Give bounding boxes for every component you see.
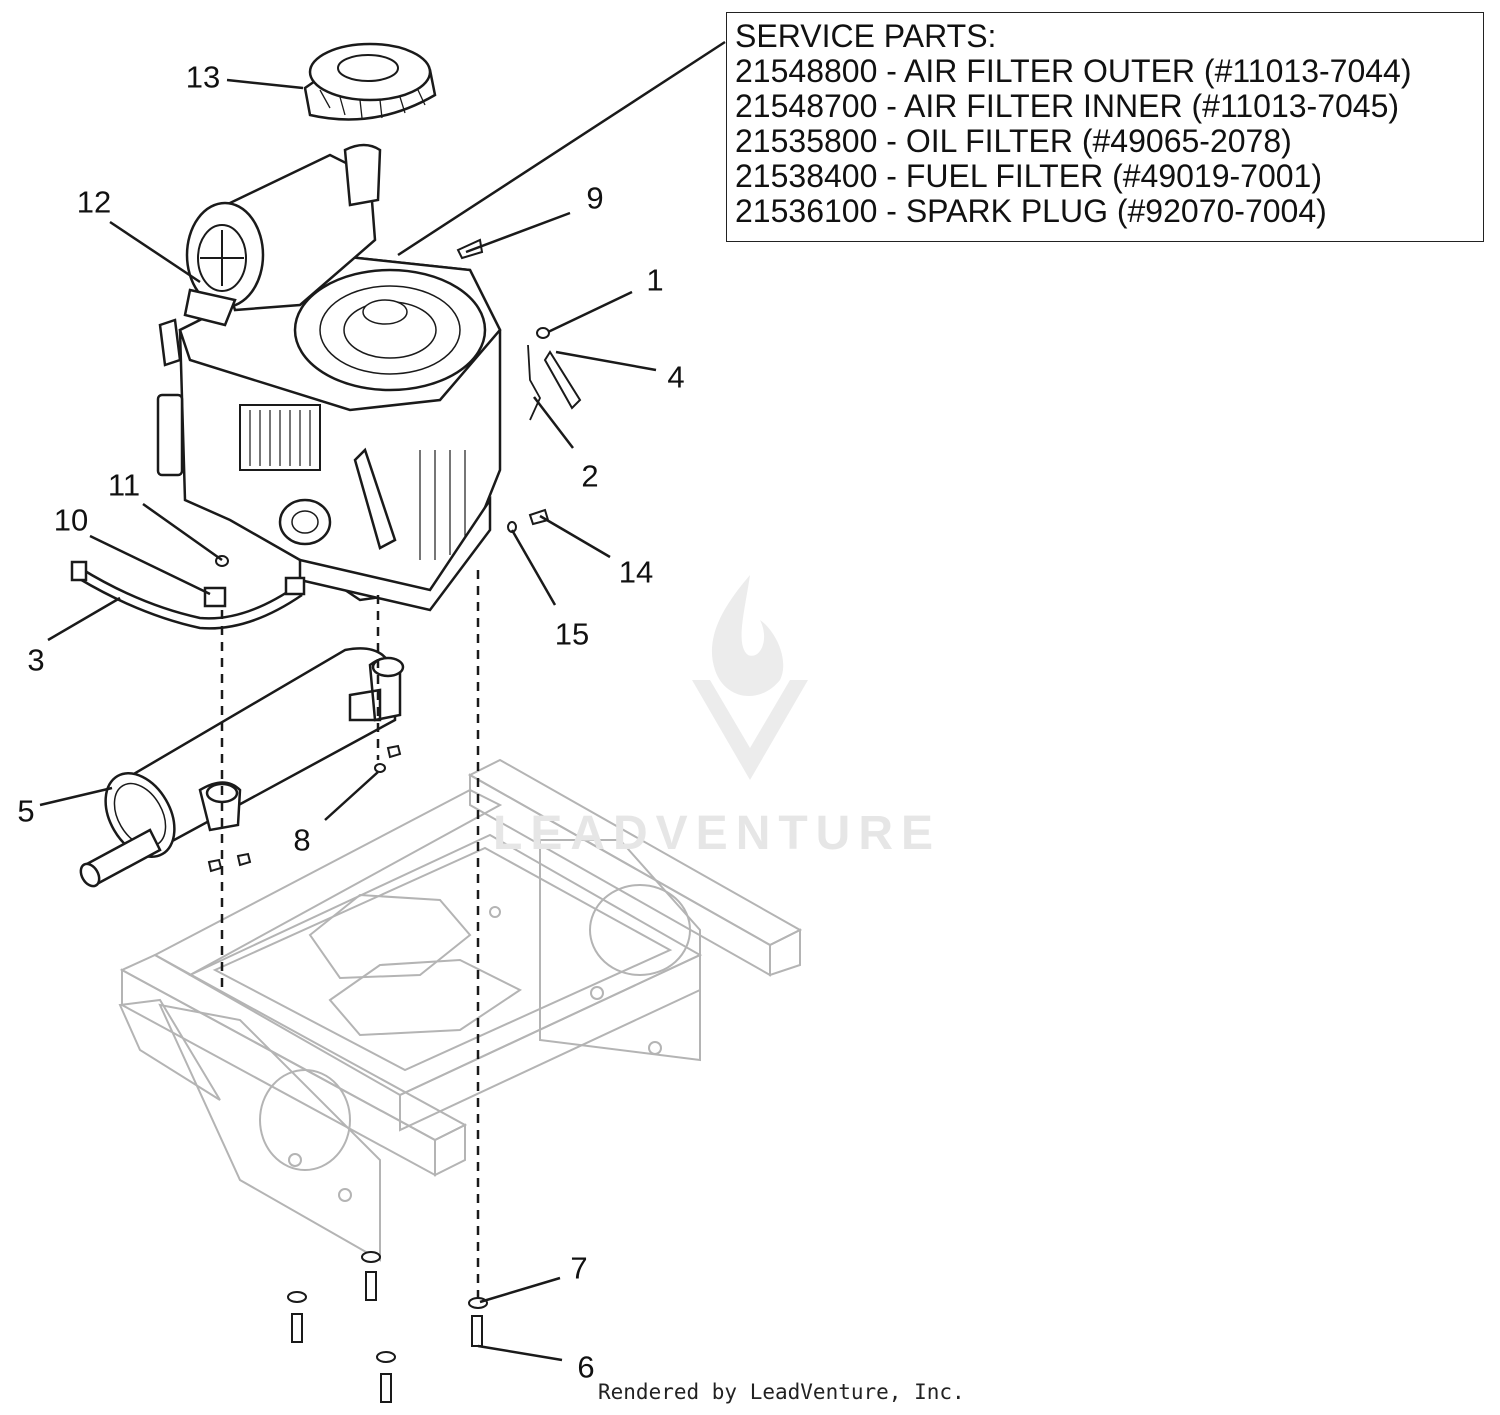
service-parts-heading: SERVICE PARTS: <box>735 18 997 54</box>
service-part-oil-filter: 21535800 - OIL FILTER (#49065-2078) <box>735 123 1292 159</box>
footer-credit: Rendered by LeadVenture, Inc. <box>598 1380 965 1404</box>
callout-11: 11 <box>107 467 141 503</box>
callout-8: 8 <box>293 822 311 858</box>
callout-13: 13 <box>185 59 221 95</box>
watermark-text: LEADVENTURE <box>493 807 942 860</box>
leader-lines <box>39 40 726 1362</box>
engine-assembly <box>156 253 502 612</box>
callout-4: 4 <box>667 359 685 395</box>
callout-9: 9 <box>586 180 604 216</box>
alignment-lines <box>220 570 480 1300</box>
air-cleaner <box>183 143 382 327</box>
service-part-spark-plug: 21536100 - SPARK PLUG (#92070-7004) <box>735 193 1327 229</box>
callout-1: 1 <box>646 262 664 298</box>
callout-10: 10 <box>53 502 89 538</box>
callout-14: 14 <box>618 554 654 590</box>
fuel-hose <box>70 560 306 630</box>
muffler <box>79 647 405 888</box>
callout-3: 3 <box>27 642 45 678</box>
mower-frame <box>118 758 803 1262</box>
callout-2: 2 <box>581 458 599 494</box>
callout-15: 15 <box>554 616 590 652</box>
callout-5: 5 <box>17 793 35 829</box>
service-part-air-filter-outer: 21548800 - AIR FILTER OUTER (#11013-7044… <box>735 53 1412 89</box>
service-part-fuel-filter: 21538400 - FUEL FILTER (#49019-7001) <box>735 158 1322 194</box>
callout-12: 12 <box>76 184 112 220</box>
service-part-air-filter-inner: 21548700 - AIR FILTER INNER (#11013-7045… <box>735 88 1400 124</box>
callout-6: 6 <box>577 1349 595 1385</box>
air-filter-cover <box>303 42 437 121</box>
watermark-logo <box>692 575 808 780</box>
service-parts-box: SERVICE PARTS: 21548800 - AIR FILTER OUT… <box>726 12 1484 242</box>
callout-7: 7 <box>570 1250 588 1286</box>
